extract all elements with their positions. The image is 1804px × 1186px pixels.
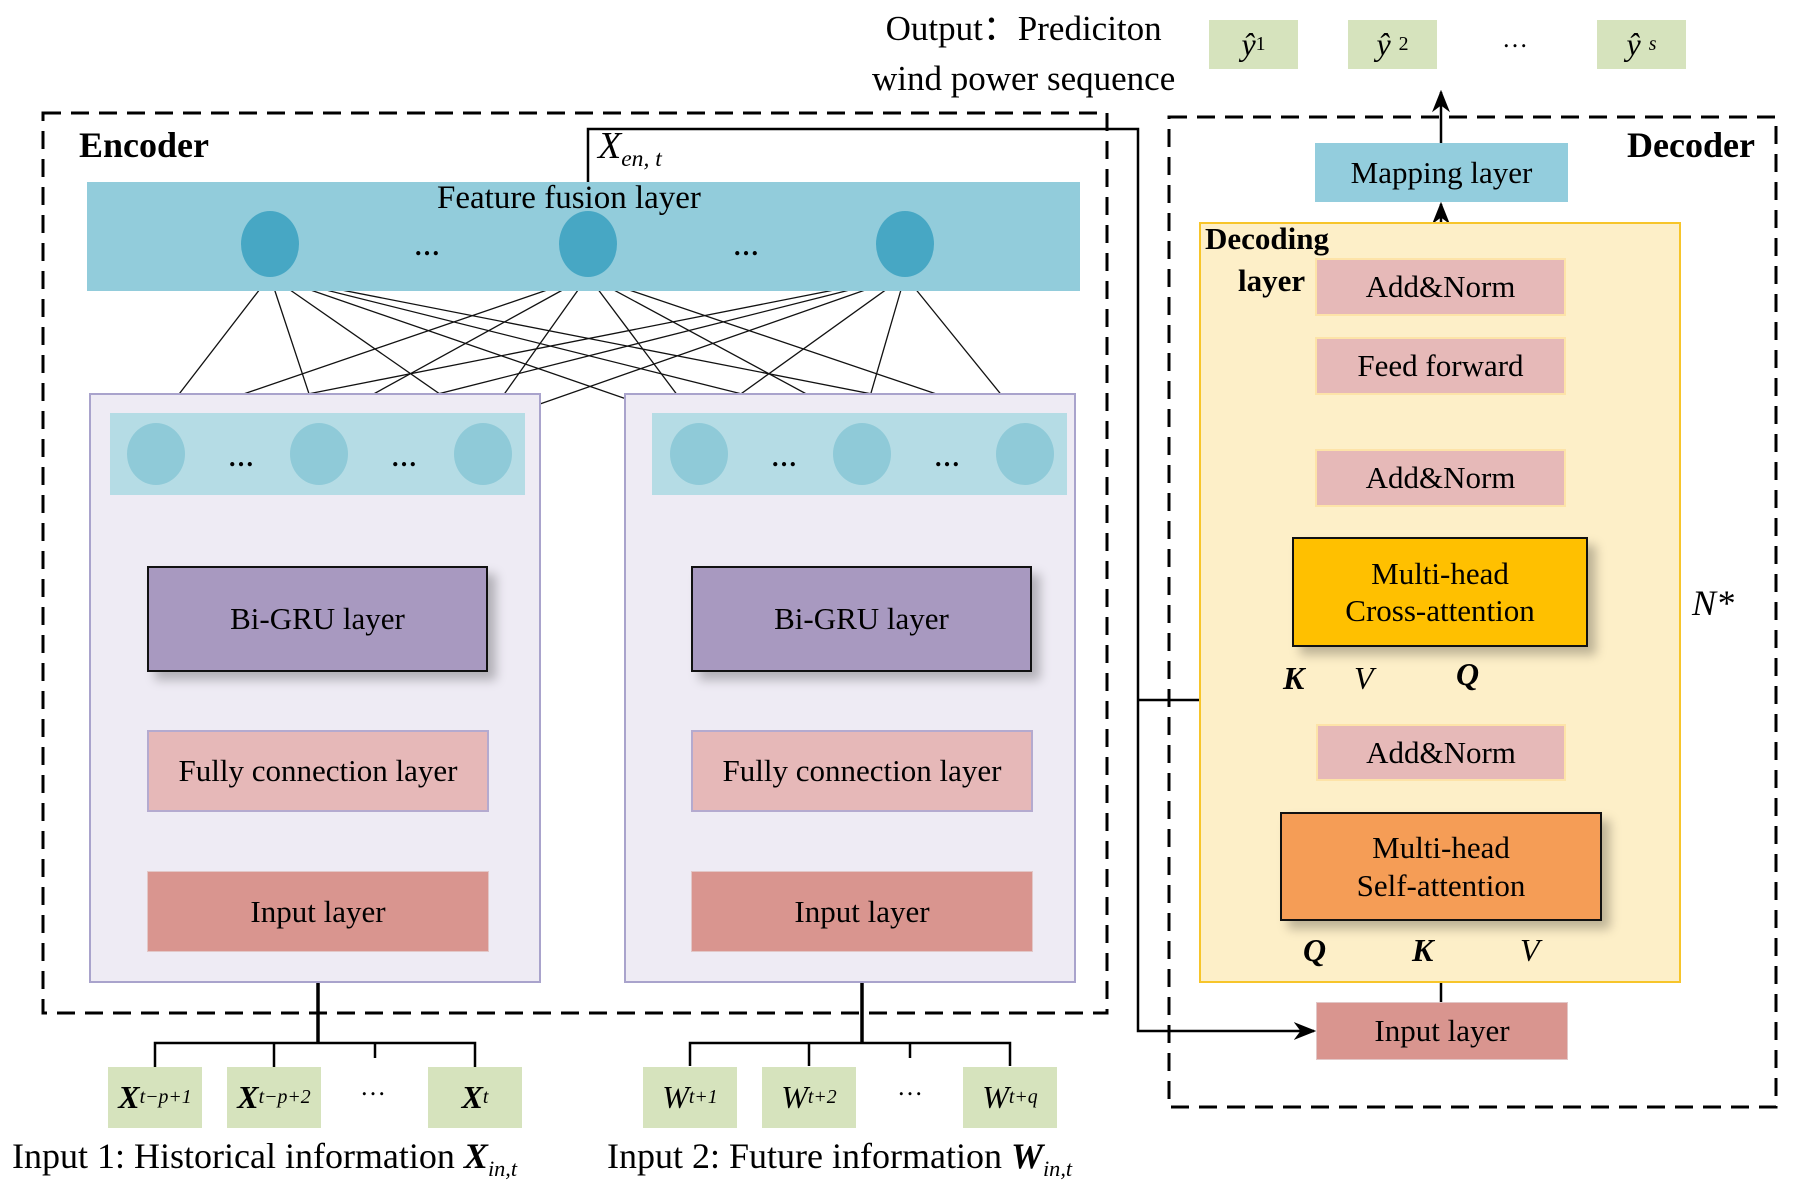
hidden-node — [454, 423, 512, 485]
bigru-layer-future: Bi-GRU layer — [691, 566, 1032, 672]
decoding-layer-label: Decoding layer — [1205, 218, 1329, 302]
decoding-label-line1: Decoding — [1205, 221, 1329, 256]
add-norm-middle: Add&Norm — [1315, 449, 1566, 507]
decoder-frame — [1167, 115, 1778, 1109]
feed-forward-layer: Feed forward — [1315, 337, 1566, 395]
output-symbol: ŷ — [1376, 26, 1391, 63]
input-ellipsis: … — [897, 1072, 923, 1101]
bigru-layer-historical: Bi-GRU layer — [147, 566, 488, 672]
add-norm-top: Add&Norm — [1315, 258, 1566, 316]
hidden-ellipsis: … — [228, 443, 254, 472]
encoder-output-x: X — [598, 125, 622, 167]
output-item-s: ŷ s — [1597, 20, 1686, 69]
output-subscript: s — [1648, 32, 1657, 55]
caption-symbol: W — [1010, 1136, 1043, 1176]
add-norm-bottom: Add&Norm — [1316, 724, 1566, 781]
output-item-2: ŷ 2 — [1348, 20, 1437, 69]
caption-subscript: in,t — [1042, 1155, 1073, 1181]
input-caption-historical: Input 1: Historical information Xin,t — [12, 1135, 517, 1182]
output-ellipsis: … — [1502, 24, 1528, 53]
input-symbol: X — [237, 1079, 259, 1116]
decoder-input-layer: Input layer — [1316, 1002, 1568, 1060]
mapping-layer: Mapping layer — [1315, 143, 1568, 202]
cross-attention-block: Multi-head Cross-attention — [1292, 537, 1588, 647]
repeat-n-label: N* — [1692, 583, 1735, 623]
hidden-ellipsis: … — [771, 443, 797, 472]
caption-subscript: in,t — [487, 1155, 518, 1181]
input-caption-future: Input 2: Future information Win,t — [607, 1135, 1072, 1182]
input-ellipsis: … — [360, 1072, 386, 1101]
output-label-line2: wind power sequence — [872, 59, 1176, 98]
input-symbol: W — [982, 1079, 1009, 1116]
output-symbol: ŷ — [1241, 26, 1256, 63]
hidden-node — [996, 423, 1054, 485]
encoder-title: Encoder — [79, 125, 209, 165]
input-symbol: W — [781, 1079, 808, 1116]
input-layer-future: Input layer — [691, 871, 1033, 952]
hidden-node — [670, 423, 728, 485]
encoder-output-symbol: Xen, t — [598, 124, 662, 173]
cross-q-label: Q — [1456, 656, 1480, 692]
output-label: Output：Prediciton wind power sequence — [872, 4, 1175, 104]
hidden-ellipsis: … — [934, 443, 960, 472]
input-subscript: t+2 — [807, 1085, 837, 1108]
decoder-title: Decoder — [1627, 125, 1755, 165]
input-symbol: W — [662, 1079, 689, 1116]
output-subscript: 1 — [1255, 32, 1266, 55]
fusion-ellipsis: … — [733, 232, 759, 261]
caption-text: Input 2: Future information — [607, 1136, 1011, 1176]
encoder-frame — [41, 111, 1109, 1015]
caption-symbol: X — [463, 1136, 488, 1176]
input-subscript: t−p+2 — [258, 1085, 311, 1108]
decoding-label-line2: layer — [1238, 263, 1306, 298]
fusion-ellipsis: … — [414, 232, 440, 261]
cross-attention-line1: Multi-head — [1371, 555, 1509, 591]
fully-connection-layer-future: Fully connection layer — [691, 730, 1033, 812]
hidden-node — [127, 423, 185, 485]
output-label-line1: Output：Prediciton — [885, 9, 1162, 48]
input-bus-historical — [153, 1041, 477, 1067]
self-attention-block: Multi-head Self-attention — [1280, 812, 1602, 921]
input-subscript: t+1 — [688, 1085, 718, 1108]
cross-v-label: V — [1354, 660, 1374, 696]
cross-attention-line2: Cross-attention — [1345, 593, 1535, 628]
caption-text: Input 1: Historical information — [12, 1136, 464, 1176]
fusion-node — [876, 211, 934, 277]
input-bus-future — [688, 1041, 1012, 1066]
self-attention-line2: Self-attention — [1356, 867, 1526, 903]
hidden-ellipsis: … — [391, 443, 417, 472]
fusion-node — [241, 211, 299, 277]
self-attention-line1: Multi-head — [1372, 830, 1510, 866]
hidden-node — [290, 423, 348, 485]
input-subscript: t+q — [1008, 1085, 1038, 1108]
output-symbol: ŷ — [1626, 26, 1641, 63]
encoder-output-path — [586, 127, 1317, 1040]
self-v-label: V — [1520, 932, 1540, 968]
output-subscript: 2 — [1398, 32, 1409, 55]
feature-fusion-label: Feature fusion layer — [437, 180, 701, 216]
encoder-output-subscript: en, t — [621, 146, 662, 173]
self-k-label: K — [1412, 932, 1434, 968]
self-q-label: Q — [1303, 932, 1327, 968]
input-symbol: X — [461, 1079, 483, 1116]
fully-connection-layer-historical: Fully connection layer — [147, 730, 489, 812]
input-symbol: X — [118, 1079, 140, 1116]
fusion-connection — [482, 274, 906, 425]
hidden-node — [833, 423, 891, 485]
fusion-node — [559, 211, 617, 277]
cross-k-label: K — [1283, 660, 1305, 696]
input-subscript: t−p+1 — [139, 1085, 192, 1108]
input-layer-historical: Input layer — [147, 871, 489, 952]
input-subscript: t — [482, 1085, 489, 1108]
